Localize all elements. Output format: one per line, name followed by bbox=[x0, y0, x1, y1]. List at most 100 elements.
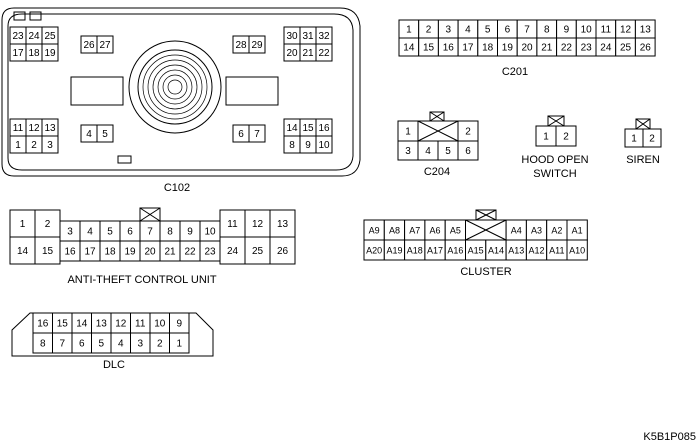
c204-label: C204 bbox=[424, 166, 450, 178]
pin-number: 7 bbox=[147, 227, 153, 238]
anti-theft-pin-4: 4 bbox=[79, 220, 101, 242]
c201-pin-2: 2 bbox=[418, 19, 439, 39]
pin-number: 21 bbox=[164, 247, 176, 258]
pin-number: 9 bbox=[564, 25, 570, 36]
pin-number: A20 bbox=[366, 246, 382, 256]
anti-theft-pin-24: 24 bbox=[219, 236, 246, 265]
c201-pin-16: 16 bbox=[437, 37, 459, 57]
pin-number: 31 bbox=[302, 31, 314, 42]
c102-pin-20: 20 bbox=[283, 43, 301, 62]
pin-number: 11 bbox=[13, 123, 24, 134]
c102-pin-26: 26 bbox=[80, 35, 98, 54]
pin-number: 9 bbox=[187, 227, 193, 238]
dlc-pin-3: 3 bbox=[130, 332, 151, 354]
pin-number: 12 bbox=[620, 25, 632, 36]
c204-pin-6: 6 bbox=[457, 140, 479, 161]
anti-theft-pin-6: 6 bbox=[119, 220, 141, 242]
c102-pin-9: 9 bbox=[299, 135, 317, 154]
anti-theft-pin-8: 8 bbox=[159, 220, 181, 242]
pin-number: 1 bbox=[15, 140, 21, 151]
pin-number: 12 bbox=[115, 319, 127, 330]
anti-theft-pin-22: 22 bbox=[179, 240, 201, 262]
c102-pin-18: 18 bbox=[25, 43, 43, 62]
pin-number: 3 bbox=[137, 339, 143, 350]
c102-pin-2: 2 bbox=[25, 135, 43, 154]
pin-number: 7 bbox=[59, 339, 65, 350]
c201-pin-19: 19 bbox=[497, 37, 518, 57]
pin-number: 5 bbox=[485, 25, 491, 36]
hood-open-switch-pin-2: 2 bbox=[555, 125, 577, 147]
pin-number: 19 bbox=[124, 247, 136, 258]
anti-theft-pin-17: 17 bbox=[79, 240, 101, 262]
pin-number: 15 bbox=[42, 246, 54, 257]
pin-number: 16 bbox=[64, 247, 76, 258]
pin-number: A6 bbox=[430, 226, 441, 236]
pin-number: 2 bbox=[157, 339, 163, 350]
c204-pin-5: 5 bbox=[437, 140, 459, 161]
pin-number: 8 bbox=[167, 227, 173, 238]
cluster-pin-A10: A10 bbox=[566, 239, 588, 261]
pin-number: 2 bbox=[465, 127, 471, 138]
hood-open-switch-pin-1: 1 bbox=[535, 125, 557, 147]
dlc-pin-13: 13 bbox=[91, 312, 112, 334]
pin-number: 32 bbox=[318, 31, 330, 42]
c201-pin-9: 9 bbox=[556, 19, 577, 39]
pin-number: 15 bbox=[423, 43, 435, 54]
cluster-pin-A19: A19 bbox=[383, 239, 406, 261]
pin-number: A18 bbox=[407, 246, 423, 256]
pin-number: 1 bbox=[176, 339, 182, 350]
pin-number: 14 bbox=[403, 43, 415, 54]
pin-number: A5 bbox=[450, 226, 461, 236]
c102-pin-15: 15 bbox=[299, 118, 317, 137]
c102-pin-1: 1 bbox=[9, 135, 27, 154]
pin-number: 4 bbox=[118, 339, 124, 350]
pin-number: 14 bbox=[76, 319, 88, 330]
c102-pin-29: 29 bbox=[248, 35, 266, 54]
pin-number: 12 bbox=[28, 123, 40, 134]
pin-number: 18 bbox=[482, 43, 494, 54]
pin-number: 5 bbox=[107, 227, 113, 238]
c201-pin-13: 13 bbox=[634, 19, 656, 39]
c201-pin-20: 20 bbox=[516, 37, 538, 57]
cluster-pin-A2: A2 bbox=[546, 219, 568, 241]
anti-theft-pin-23: 23 bbox=[199, 240, 221, 262]
pin-number: 6 bbox=[127, 227, 133, 238]
anti-theft-pin-18: 18 bbox=[99, 240, 121, 262]
pin-number: 26 bbox=[83, 40, 95, 51]
pin-number: 17 bbox=[462, 43, 474, 54]
pin-number: 21 bbox=[541, 43, 553, 54]
c102-pin-21: 21 bbox=[299, 43, 317, 62]
pin-number: 6 bbox=[79, 339, 85, 350]
cluster-pin-A18: A18 bbox=[404, 239, 426, 261]
pin-number: A4 bbox=[511, 226, 522, 236]
c204-pin-2: 2 bbox=[457, 120, 479, 142]
pin-number: 11 bbox=[227, 219, 238, 230]
pin-number: 9 bbox=[305, 140, 311, 151]
pin-number: A1 bbox=[572, 226, 583, 236]
pin-number: 4 bbox=[425, 146, 431, 157]
anti-theft-pin-13: 13 bbox=[269, 209, 296, 238]
pin-number: 25 bbox=[44, 31, 56, 42]
pin-number: 28 bbox=[235, 40, 247, 51]
pin-number: 6 bbox=[465, 146, 471, 157]
c201-pin-15: 15 bbox=[418, 37, 439, 57]
pin-number: 10 bbox=[581, 25, 593, 36]
dlc-pin-7: 7 bbox=[52, 332, 73, 354]
anti-theft-pin-14: 14 bbox=[9, 236, 36, 265]
pin-number: 4 bbox=[465, 25, 471, 36]
pin-number: 22 bbox=[318, 48, 330, 59]
pin-number: 22 bbox=[561, 43, 573, 54]
c201-pin-14: 14 bbox=[398, 37, 420, 57]
dlc-pin-2: 2 bbox=[149, 332, 170, 354]
cluster-key-cross bbox=[465, 219, 507, 241]
anti-theft-control-unit-label: ANTI-THEFT CONTROL UNIT bbox=[67, 274, 216, 286]
pin-number: 15 bbox=[57, 319, 69, 330]
c102-pin-7: 7 bbox=[248, 124, 266, 143]
pin-number: 25 bbox=[620, 43, 632, 54]
cluster-pin-A3: A3 bbox=[525, 219, 548, 241]
dlc-pin-12: 12 bbox=[110, 312, 131, 334]
c102-pin-32: 32 bbox=[315, 26, 333, 45]
pin-number: 23 bbox=[204, 247, 216, 258]
siren-label: SIREN bbox=[626, 154, 660, 166]
pin-number: A10 bbox=[569, 246, 585, 256]
